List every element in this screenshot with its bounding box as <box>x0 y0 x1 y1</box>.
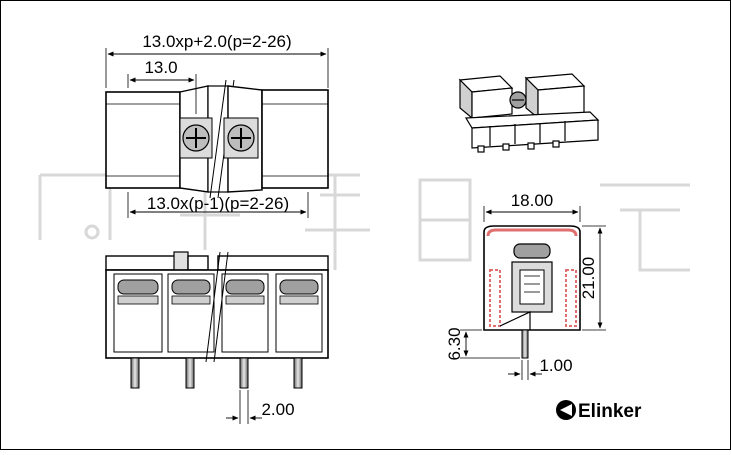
dim-pin-thickness: 1.00 <box>508 356 573 380</box>
pitch-span-label: 13.0x(p-1)(p=2-26) <box>147 194 289 213</box>
side-pin <box>521 329 529 359</box>
dim-pin-length: 6.30 <box>445 327 520 361</box>
right-housing <box>261 89 329 189</box>
brand-name: Elinker <box>578 401 642 422</box>
dim-pin-width: 2.00 <box>226 390 295 424</box>
screw-left <box>179 117 213 159</box>
body-width-label: 18.00 <box>511 191 554 210</box>
pin-thickness-label: 1.00 <box>539 356 572 375</box>
unit-pitch-label: 13.0 <box>144 58 177 77</box>
pin-4 <box>293 357 303 389</box>
overall-length-label: 13.0xp+2.0(p=2-26) <box>142 32 291 51</box>
body-height-label: 21.00 <box>579 257 598 300</box>
pin-2 <box>185 357 195 389</box>
pin-width-label: 2.00 <box>261 400 294 419</box>
top-view <box>105 79 329 199</box>
dim-overall-length: 13.0xp+2.0(p=2-26) <box>105 32 329 88</box>
brand-logo: Elinker <box>556 400 642 422</box>
brand-mark-icon <box>556 400 576 420</box>
dim-unit-pitch: 13.0 <box>127 58 197 114</box>
dim-body-height: 21.00 <box>579 225 606 331</box>
terminal-2 <box>167 273 215 353</box>
dim-body-width: 18.00 <box>483 191 581 222</box>
left-housing <box>105 91 181 189</box>
dim-pitch-span: 13.0x(p-1)(p=2-26) <box>127 192 309 218</box>
front-view <box>105 251 329 389</box>
side-view <box>483 225 581 359</box>
side-screw-head <box>513 243 551 259</box>
terminal-4 <box>275 273 323 353</box>
pin-length-label: 6.30 <box>445 327 464 360</box>
pin-3 <box>239 357 249 389</box>
pin-1 <box>130 357 140 389</box>
terminal-3 <box>221 273 269 353</box>
terminal-1 <box>113 273 163 353</box>
screw-right <box>223 117 259 159</box>
isometric-view <box>458 73 600 153</box>
